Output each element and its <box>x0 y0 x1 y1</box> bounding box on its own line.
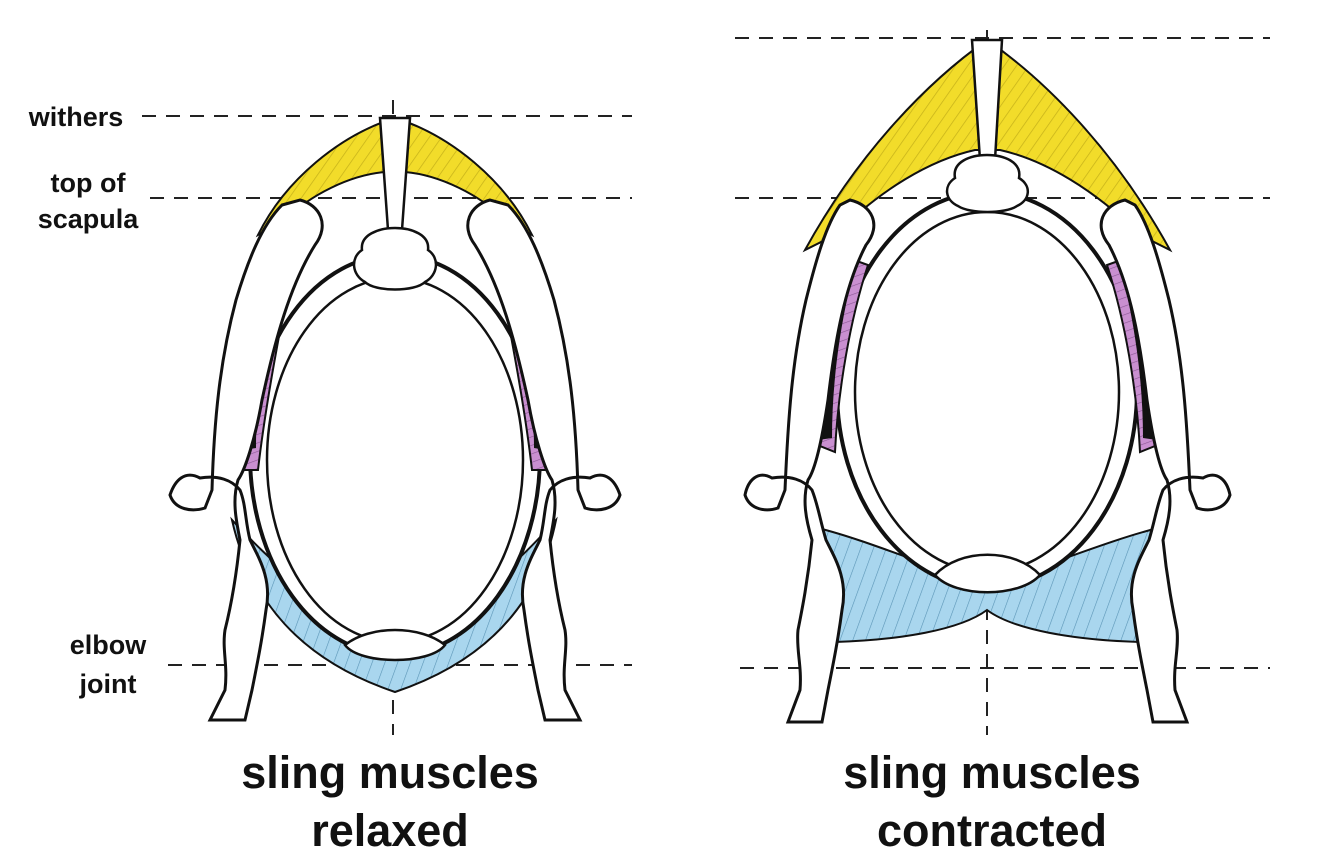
relaxed-ribcage-inner <box>267 278 523 642</box>
anatomy-diagram <box>0 0 1320 740</box>
contracted-figure <box>735 30 1270 735</box>
relaxed-caption-line1: sling muscles <box>160 744 620 802</box>
contracted-caption-line1: sling muscles <box>762 744 1222 802</box>
contracted-ribcage-inner <box>855 212 1119 572</box>
relaxed-spinous-process <box>380 118 410 230</box>
relaxed-vertebra <box>354 228 436 290</box>
contracted-vertebra <box>947 155 1028 212</box>
contracted-caption-line2: contracted <box>762 802 1222 860</box>
relaxed-caption-line2: relaxed <box>160 802 620 860</box>
relaxed-figure <box>142 100 632 735</box>
